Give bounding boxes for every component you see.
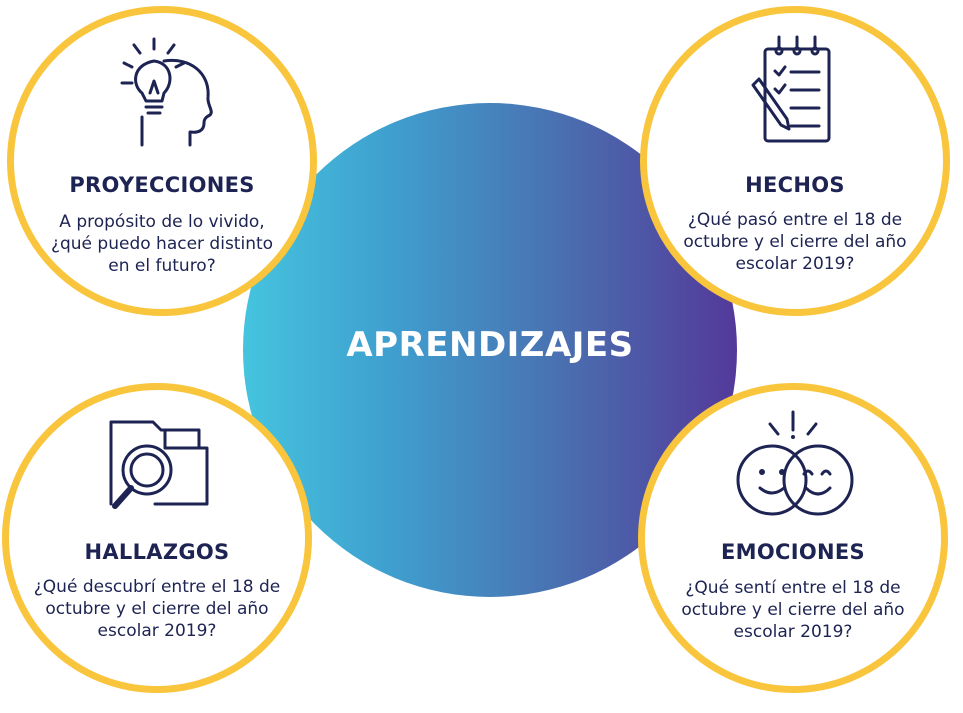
node-proyecciones: PROYECCIONES A propósito de lo vivido, ¿… <box>7 6 317 316</box>
node-title: EMOCIONES <box>721 540 865 564</box>
node-title: HALLAZGOS <box>84 540 230 564</box>
node-hechos: HECHOS ¿Qué pasó entre el 18 de octubre … <box>640 6 950 316</box>
center-label: APRENDIZAJES <box>346 325 634 365</box>
node-title: HECHOS <box>745 173 845 197</box>
node-title: PROYECCIONES <box>69 173 255 197</box>
node-hallazgos: HALLAZGOS ¿Qué descubrí entre el 18 de o… <box>2 383 312 693</box>
smiling-faces-icon <box>718 404 868 528</box>
node-description: ¿Qué sentí entre el 18 de octubre y el c… <box>681 578 905 642</box>
node-description: ¿Qué descubrí entre el 18 de octubre y e… <box>33 577 281 641</box>
checklist-notepad-icon <box>735 27 855 151</box>
head-lightbulb-icon <box>102 27 222 151</box>
node-emociones: EMOCIONES ¿Qué sentí entre el 18 de octu… <box>638 383 948 693</box>
node-description: A propósito de lo vivido, ¿qué puedo hac… <box>50 212 274 276</box>
folder-magnifier-icon <box>95 404 219 528</box>
node-description: ¿Qué pasó entre el 18 de octubre y el ci… <box>683 210 907 274</box>
